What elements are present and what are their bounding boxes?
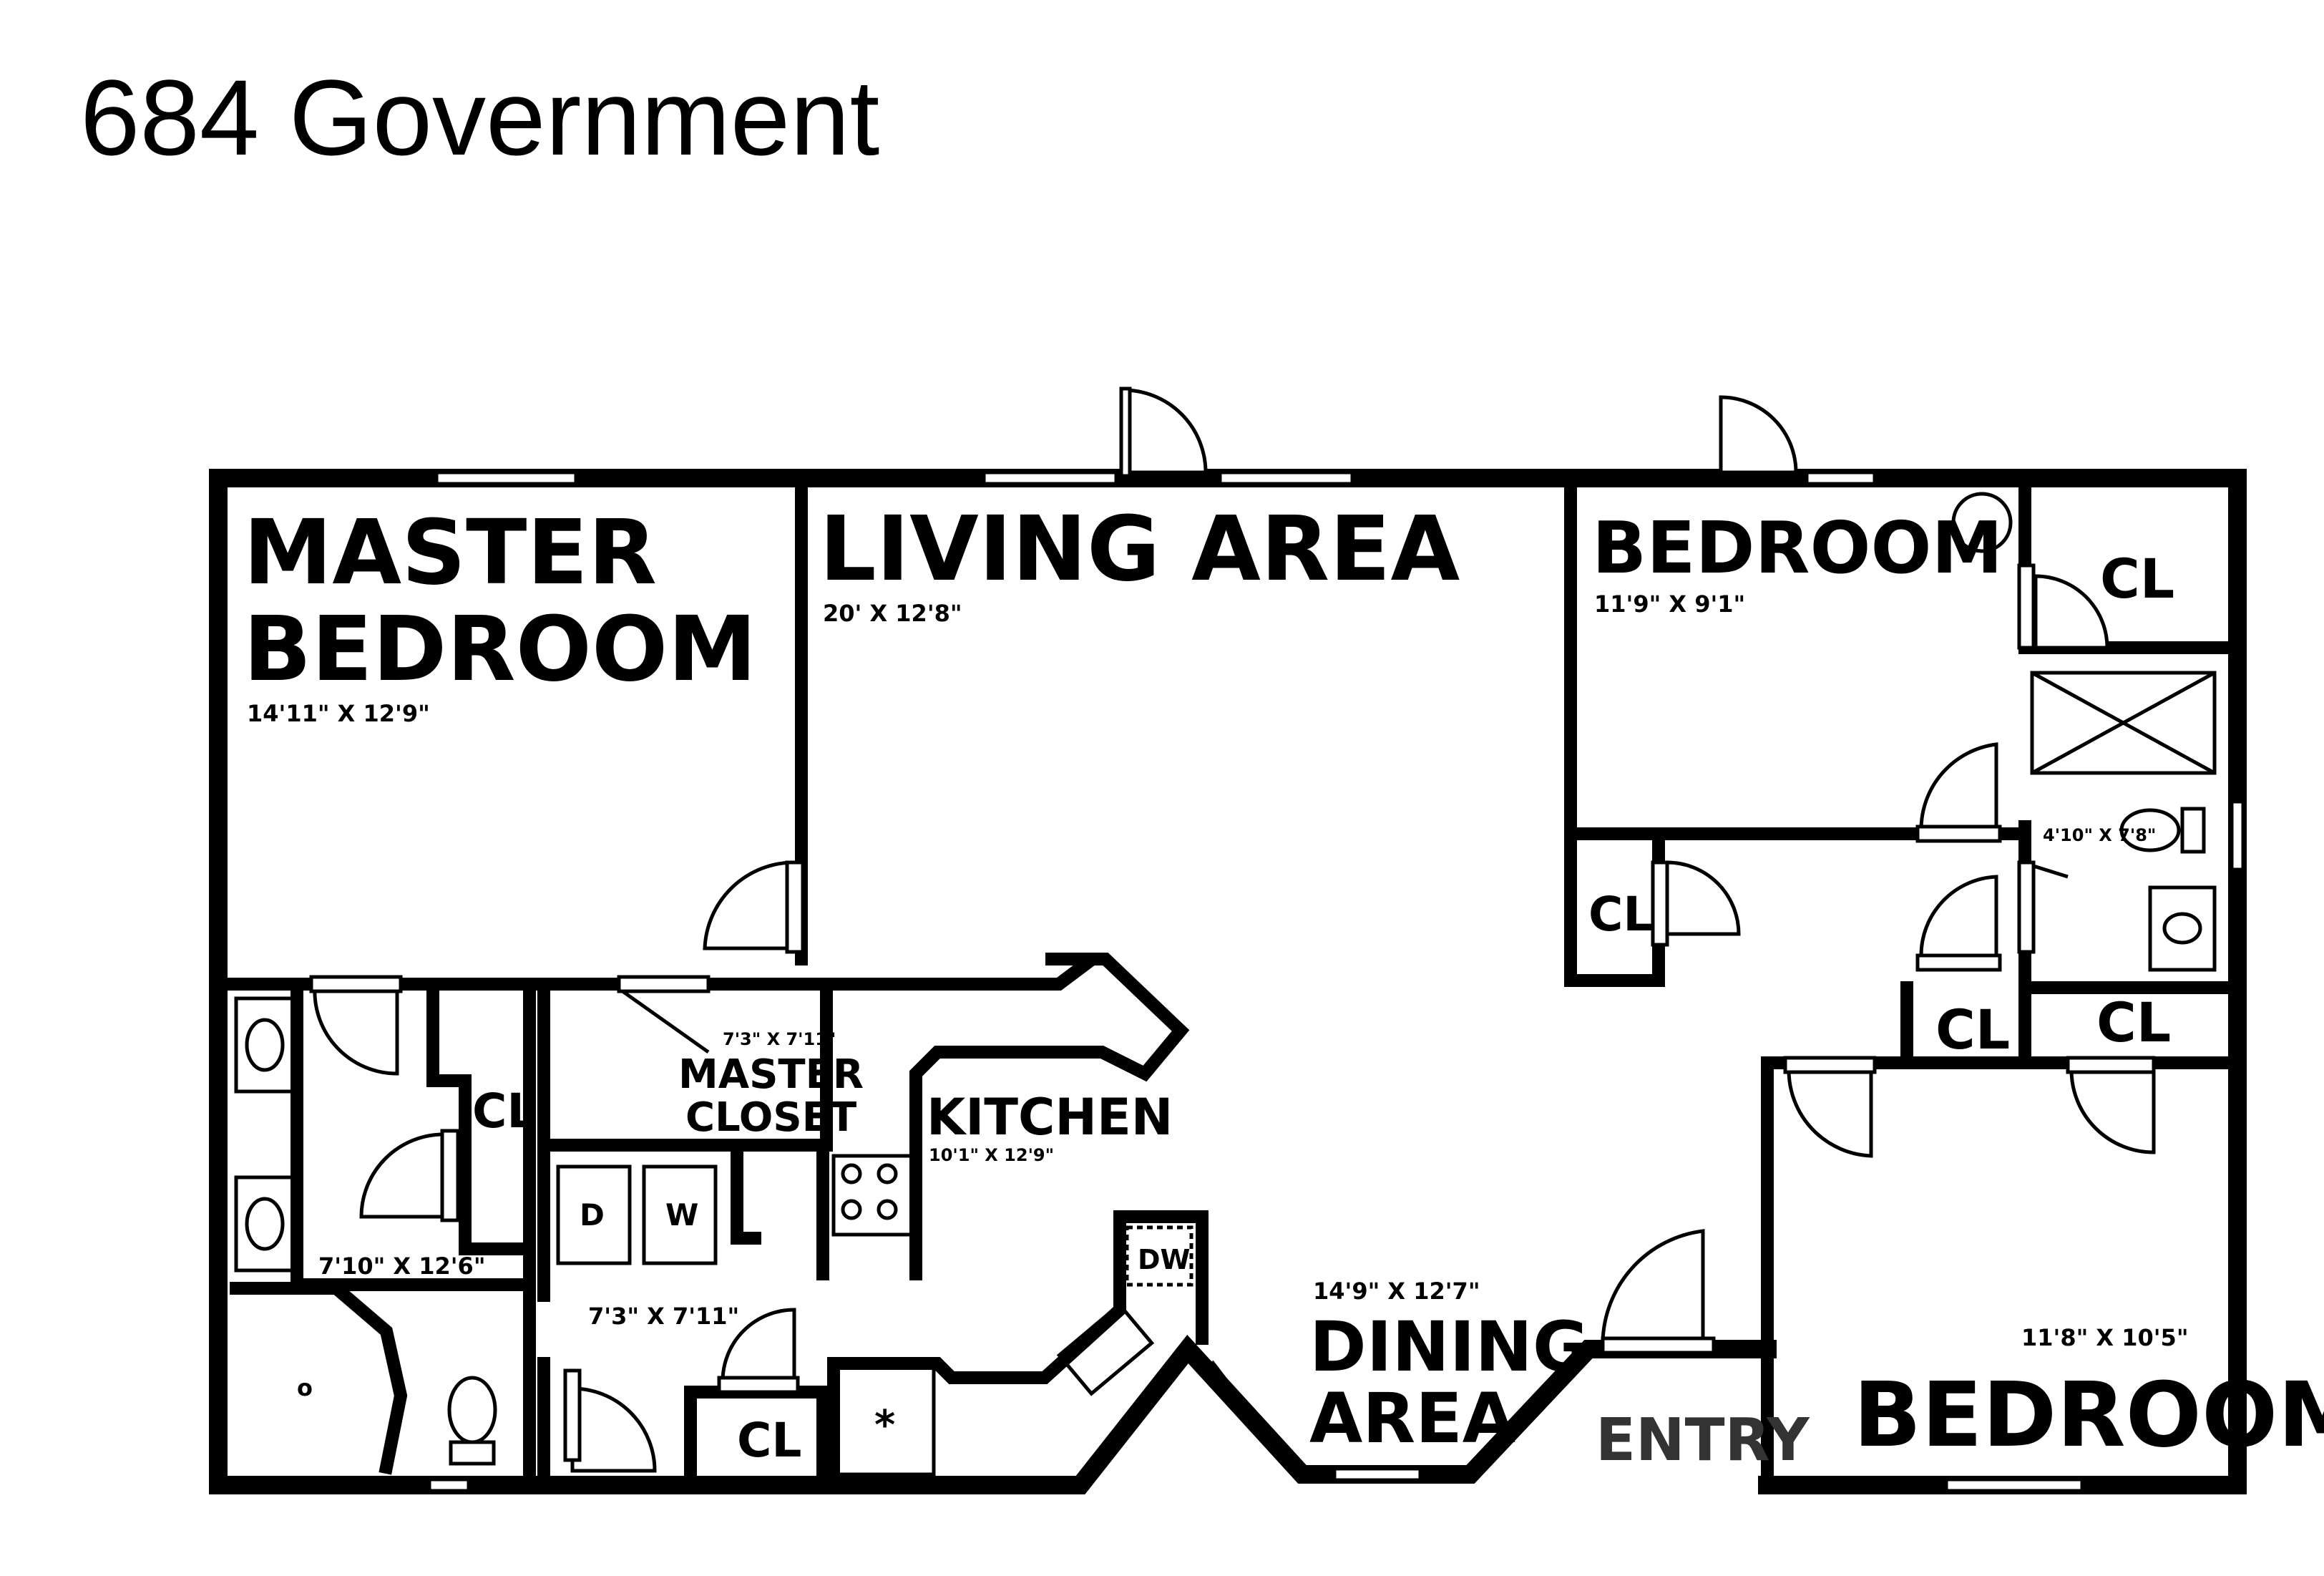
washer-label: W (665, 1197, 698, 1232)
door-leaf (563, 1368, 582, 1462)
door (2034, 574, 2109, 650)
closet-label: CL (1935, 998, 2010, 1061)
closet-label: CL (1588, 887, 1654, 942)
closet-label: CL (2096, 991, 2171, 1054)
door-leaf (440, 1129, 460, 1222)
closet-label: CL (472, 1084, 537, 1139)
door (1919, 875, 1998, 958)
door-leaf (309, 975, 403, 993)
master-bedroom-label: MASTER (243, 501, 657, 605)
doors (309, 386, 2156, 1473)
door-leaf (1915, 825, 2002, 843)
fixtures: o D W DW * (234, 492, 2217, 1477)
window (2230, 799, 2245, 872)
counter (835, 1365, 936, 1477)
dishwasher-label: DW (1138, 1244, 1190, 1275)
sink (2148, 885, 2217, 972)
bedroom-top-dims: 11'9" X 9'1" (1594, 590, 1745, 618)
window (1944, 1477, 2084, 1493)
door (1719, 395, 1798, 475)
door (1121, 388, 1208, 475)
sink (234, 996, 296, 1094)
door-leaf (2017, 860, 2036, 954)
kitchen-sink (1056, 1302, 1155, 1396)
door-leaf (717, 1376, 800, 1394)
interior-walls (212, 472, 2244, 1492)
door-leaf (2017, 563, 2036, 650)
window (1205, 1360, 1285, 1460)
dining-area-dims: 14'9" X 12'7" (1313, 1278, 1480, 1305)
door (703, 860, 796, 950)
door (1919, 742, 1998, 832)
door (1601, 1229, 1705, 1344)
shower-drain: o (297, 1374, 313, 1401)
closet-label: CL (737, 1413, 802, 1468)
door (2069, 1068, 2156, 1154)
page-title: 684 Government (80, 57, 880, 177)
window (427, 1477, 471, 1493)
living-area-dims: 20' X 12'8" (823, 600, 962, 627)
sink (1951, 492, 2013, 553)
door (1787, 1068, 1873, 1158)
bedroom-bottom-label: BEDROOM (1853, 1363, 2324, 1467)
window (434, 470, 578, 486)
toilet (2119, 808, 2181, 852)
master-bedroom-label-2: BEDROOM (243, 598, 757, 701)
closet-label: CL (2100, 547, 2174, 611)
door (570, 1386, 657, 1473)
window (1488, 1367, 1571, 1456)
door-leaf (1783, 1056, 1877, 1074)
labels: MASTER BEDROOM 14'11" X 12'9" LIVING ARE… (243, 497, 2324, 1474)
laundry-dims: 7'3" X 7'11" (588, 1303, 739, 1330)
master-bedroom-dims: 14'11" X 12'9" (247, 700, 430, 727)
dishwasher (1125, 1225, 1193, 1287)
door-leaf (617, 975, 711, 993)
window (1805, 470, 1877, 486)
master-closet-label: MASTER (678, 1051, 864, 1098)
door (359, 1132, 446, 1219)
door-leaf (1915, 953, 2002, 972)
dryer-label: D (580, 1197, 605, 1232)
window (982, 470, 1118, 486)
dining-area-label: DINING (1309, 1307, 1589, 1387)
door-swing (621, 989, 710, 1054)
door-leaf (785, 860, 805, 954)
asterisk-label: * (874, 1402, 895, 1449)
toilet (447, 1376, 497, 1444)
shower (2030, 671, 2217, 775)
dining-area-label-2: AREA (1309, 1378, 1515, 1459)
master-closet-label-2: CLOSET (685, 1094, 856, 1141)
windows (427, 470, 2245, 1493)
sink (234, 1175, 296, 1273)
kitchen-label: KITCHEN (927, 1088, 1173, 1147)
window (1218, 470, 1354, 486)
door-leaf (1651, 860, 1669, 947)
dryer (556, 1164, 632, 1265)
bedroom-bottom-dims: 11'8" X 10'5" (2021, 1324, 2188, 1351)
kitchen-dims: 10'1" X 12'9" (929, 1145, 1054, 1165)
master-closet-dims: 7'3" X 7'11" (723, 1029, 836, 1049)
door (1665, 860, 1741, 936)
master-bath-dims: 7'10" X 12'6" (318, 1252, 485, 1280)
washer (642, 1164, 718, 1265)
door-leaf (1601, 1336, 1716, 1355)
bedroom-top-label: BEDROOM (1592, 506, 2003, 590)
stove (831, 1154, 914, 1237)
door-swing (2033, 864, 2069, 879)
window (1332, 1466, 1422, 1482)
entry-label: ENTRY (1596, 1406, 1810, 1474)
door-leaf (1119, 386, 1132, 478)
hall-bath-dims: 4'10" X 7'8" (2043, 825, 2156, 845)
door-leaf (2066, 1056, 2156, 1074)
living-area-label: LIVING AREA (819, 497, 1460, 601)
door (313, 986, 399, 1076)
